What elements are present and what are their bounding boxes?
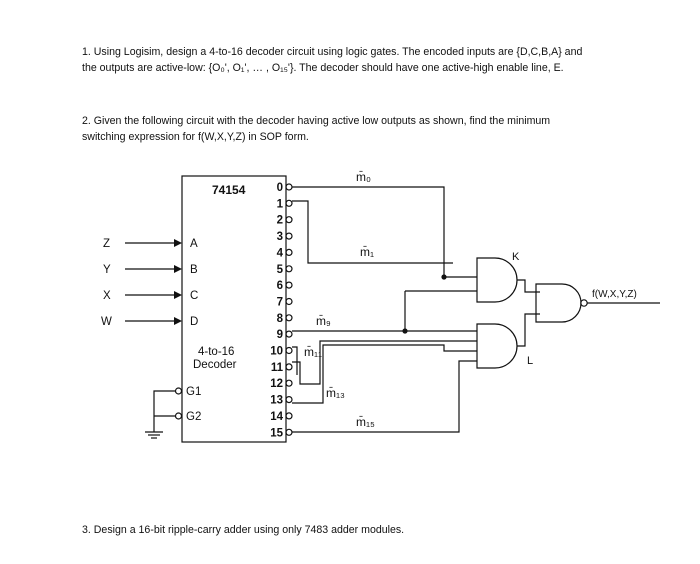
question-2-line-1: 2. Given the following circuit with the … bbox=[82, 115, 551, 127]
output-bubble-11 bbox=[285, 363, 293, 371]
output-bubble-6 bbox=[285, 281, 293, 289]
output-bubbles bbox=[285, 183, 293, 436]
output-bubble-15 bbox=[285, 428, 293, 436]
gate-label-k: K bbox=[512, 251, 520, 263]
chip-name: 74154 bbox=[212, 183, 246, 197]
nand-gate-output bbox=[535, 283, 582, 323]
output-pin-number-10: 10 bbox=[270, 346, 283, 358]
input-label-w: W bbox=[101, 316, 112, 328]
output-pin-number-13: 13 bbox=[270, 395, 283, 407]
minterm-label-m1: m̄₁ bbox=[360, 245, 374, 259]
decoder-chip-body bbox=[181, 175, 287, 443]
output-bubble-0 bbox=[285, 183, 293, 191]
input-label-z: Z bbox=[103, 238, 110, 250]
chip-desc-line-1: 4-to-16 bbox=[198, 346, 234, 358]
output-pin-number-6: 6 bbox=[277, 280, 283, 292]
pin-label-c: C bbox=[190, 290, 198, 302]
junction-dot bbox=[441, 274, 447, 280]
minterm-label-m13: m̄₁₃ bbox=[326, 386, 345, 400]
question-1-line-1: 1. Using Logisim, design a 4-to-16 decod… bbox=[82, 46, 583, 58]
output-pin-number-7: 7 bbox=[277, 297, 283, 309]
output-pin-number-11: 11 bbox=[271, 362, 284, 374]
gate-label-l: L bbox=[527, 355, 533, 367]
input-label-y: Y bbox=[103, 264, 111, 276]
question-1: 1. Using Logisim, design a 4-to-16 decod… bbox=[82, 44, 642, 76]
output-bubble-2 bbox=[285, 216, 293, 224]
output-bubble-13 bbox=[285, 396, 293, 404]
output-pin-number-4: 4 bbox=[277, 247, 284, 259]
output-bubble-7 bbox=[285, 297, 293, 306]
output-bubble-9 bbox=[285, 330, 293, 338]
pin-label-a: A bbox=[190, 238, 198, 250]
g1-wire bbox=[153, 390, 175, 432]
output-bubble-8 bbox=[285, 314, 293, 322]
function-output-label: f(W,X,Y,Z) bbox=[592, 289, 637, 300]
output-wires bbox=[292, 186, 477, 433]
output-bubble-10 bbox=[285, 346, 293, 355]
output-bubble-3 bbox=[285, 232, 293, 240]
pin-label-b: B bbox=[190, 264, 198, 276]
output-bubble-5 bbox=[285, 265, 293, 273]
chip-desc-line-2: Decoder bbox=[193, 359, 237, 371]
question-3: 3. Design a 16-bit ripple-carry adder us… bbox=[82, 522, 642, 538]
output-bubble-12 bbox=[285, 379, 293, 387]
output-pin-number-9: 9 bbox=[277, 329, 283, 341]
output-pin-number-12: 12 bbox=[270, 378, 283, 390]
output-pin-number-0: 0 bbox=[277, 182, 283, 194]
wire-l bbox=[517, 313, 540, 347]
input-arrows bbox=[125, 242, 180, 322]
enable-label-g1: G1 bbox=[186, 386, 201, 398]
question-3-line-1: 3. Design a 16-bit ripple-carry adder us… bbox=[82, 524, 405, 536]
output-pin-number-3: 3 bbox=[277, 231, 283, 243]
minterm-label-m15: m̄₁₅ bbox=[356, 415, 375, 429]
output-pin-number-5: 5 bbox=[277, 264, 284, 276]
output-pin-number-14: 14 bbox=[270, 411, 283, 423]
output-bubble-4 bbox=[285, 248, 293, 256]
wire-k bbox=[517, 279, 540, 293]
output-pin-number-8: 8 bbox=[277, 313, 284, 325]
minterm-label-m0: m̄₀ bbox=[356, 170, 371, 184]
pin-label-d: D bbox=[190, 316, 198, 328]
junction-dot bbox=[402, 328, 408, 334]
question-1-line-2: the outputs are active-low: {O₀', O₁', …… bbox=[82, 62, 564, 74]
question-2-line-2: switching expression for f(W,X,Y,Z) in S… bbox=[82, 131, 309, 143]
minterm-label-m9: m̄₉ bbox=[316, 314, 331, 328]
enable-label-g2: G2 bbox=[186, 411, 201, 423]
and-gate-l bbox=[476, 323, 518, 369]
input-label-x: X bbox=[103, 290, 111, 302]
output-pin-number-1: 1 bbox=[277, 198, 284, 210]
output-pin-number-15: 15 bbox=[270, 427, 283, 439]
output-pin-number-2: 2 bbox=[277, 215, 283, 227]
minterm-label-m11: m̄₁₁ bbox=[304, 345, 322, 359]
question-2: 2. Given the following circuit with the … bbox=[82, 113, 642, 145]
and-gate-k bbox=[476, 257, 518, 303]
output-bubble-1 bbox=[285, 199, 293, 207]
output-bubble-14 bbox=[285, 412, 293, 420]
